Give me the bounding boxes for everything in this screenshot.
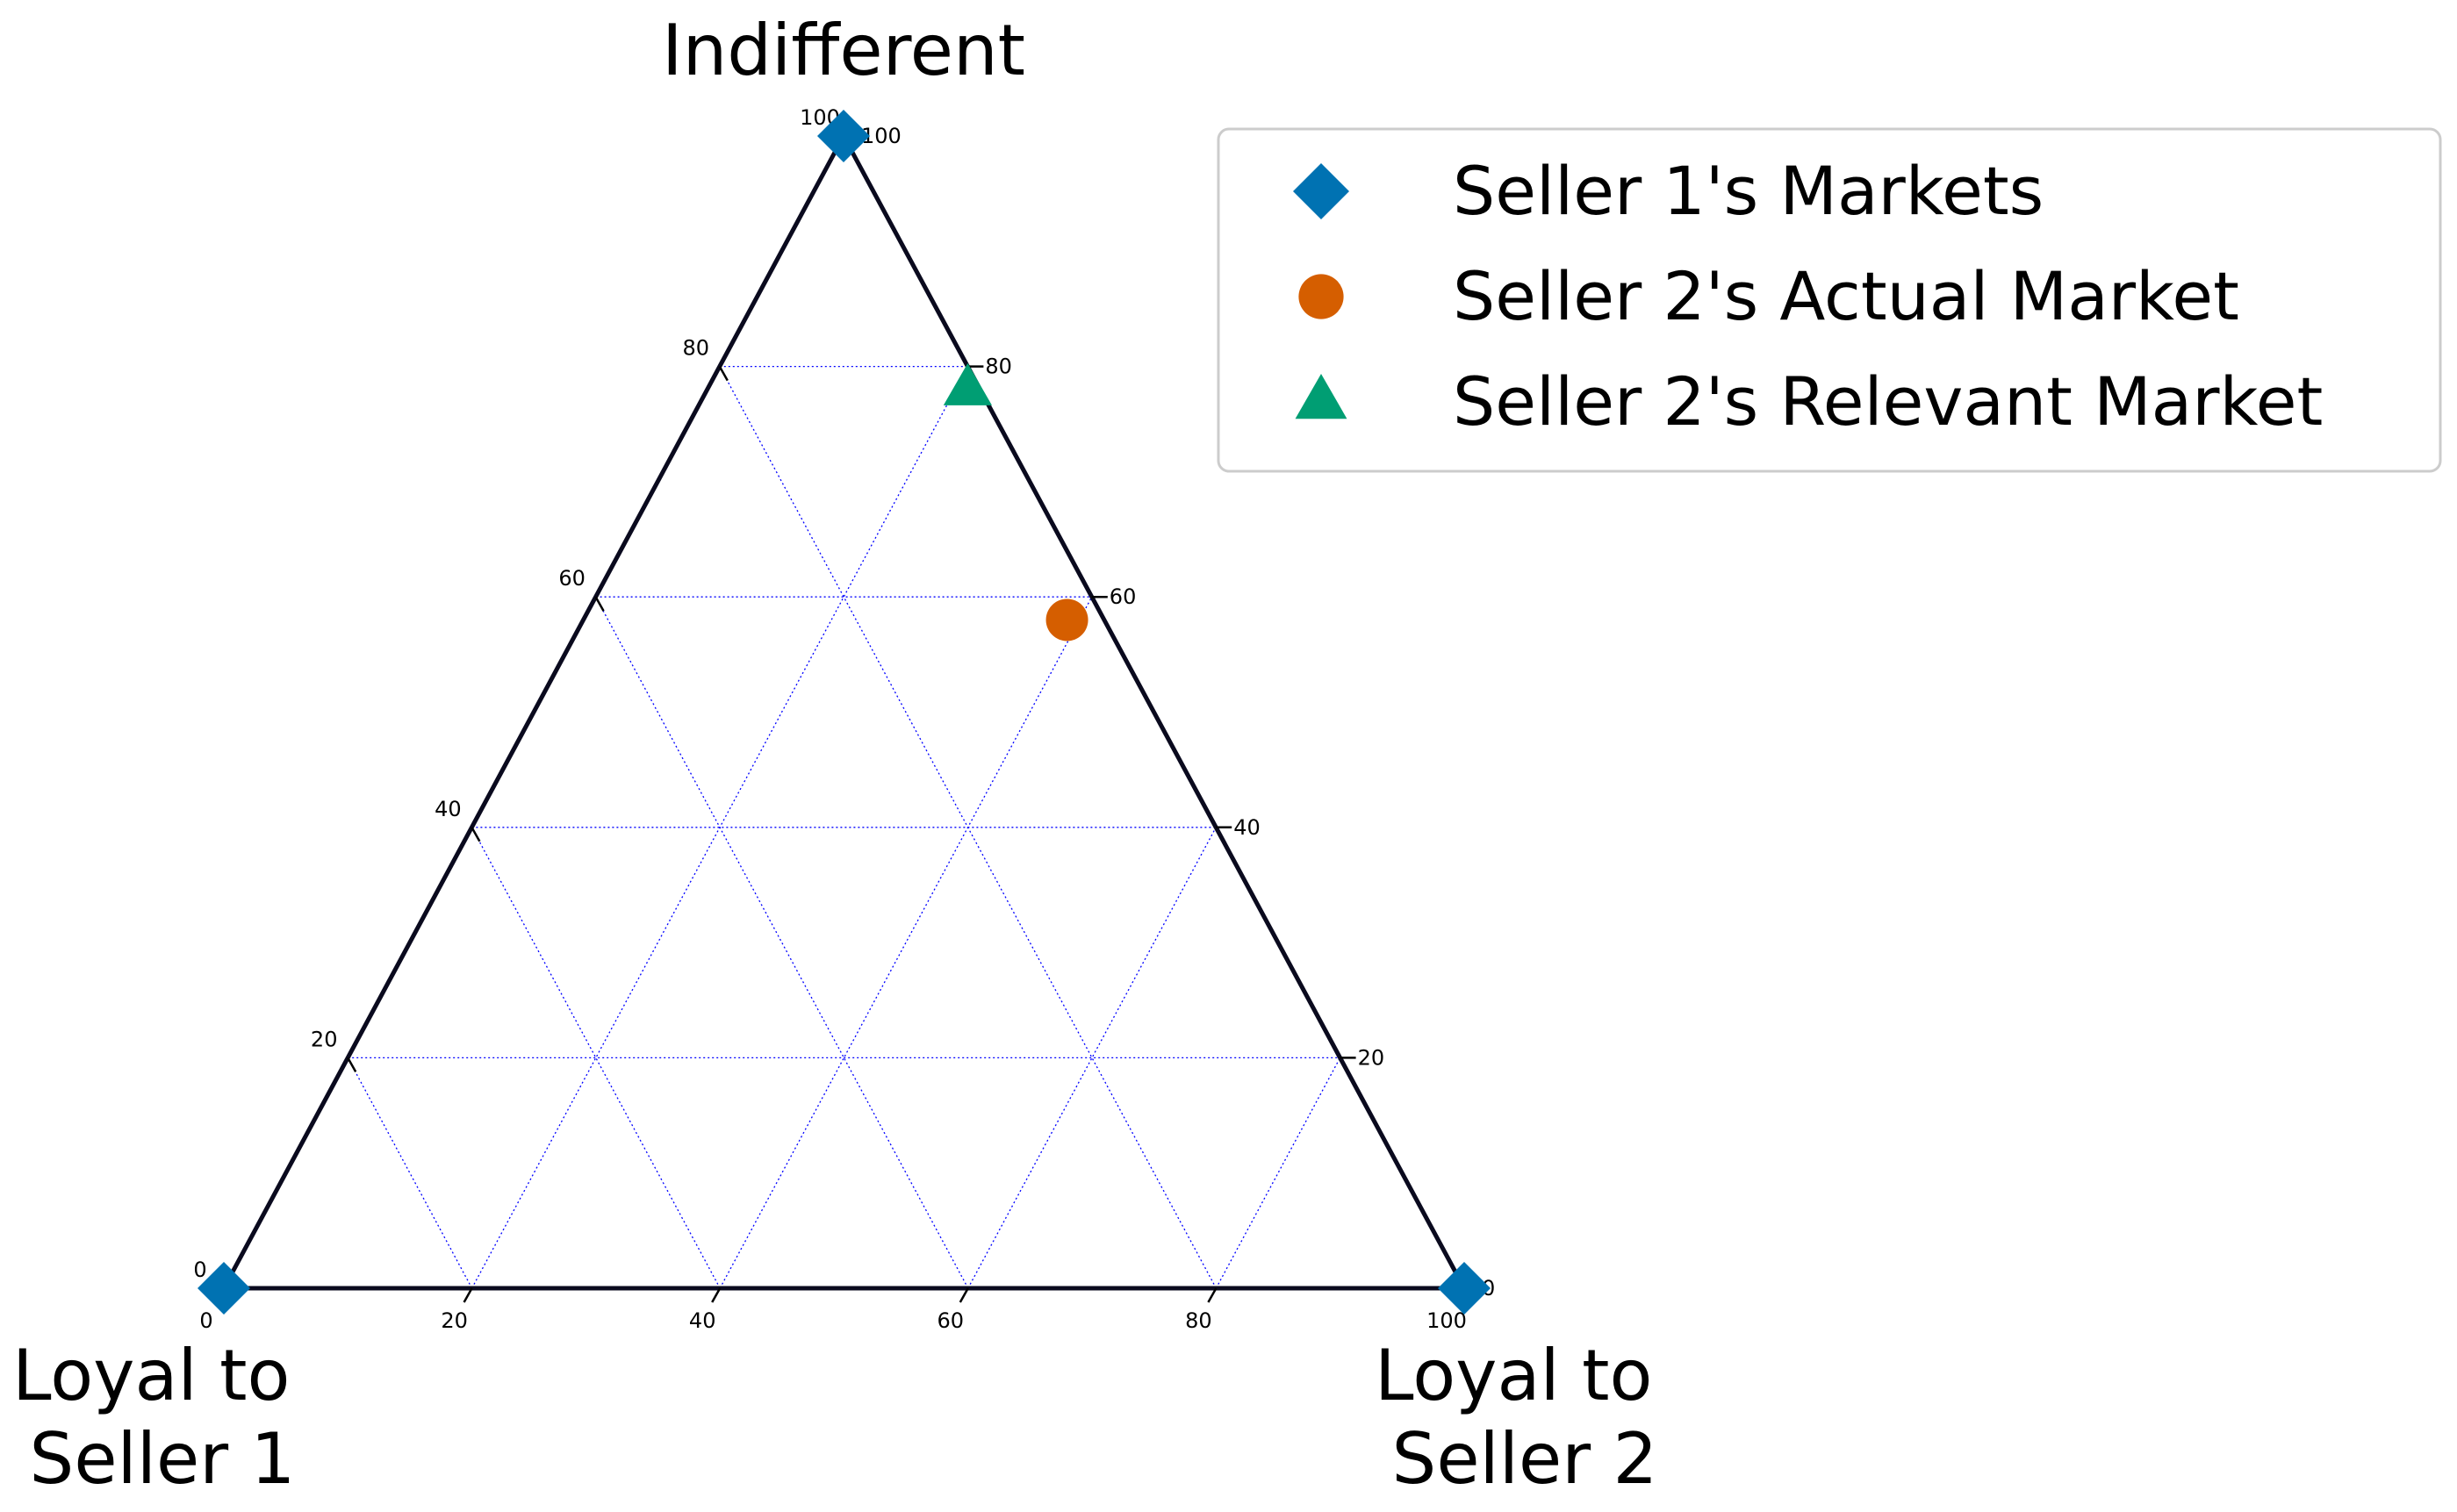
tick-label-bottom: 100 xyxy=(1426,1308,1467,1333)
legend-marker-triangle xyxy=(1295,374,1347,419)
grid-lines xyxy=(347,365,1341,1289)
tick-left xyxy=(718,365,729,382)
data-point-circle xyxy=(1045,598,1088,641)
legend-marker-diamond xyxy=(1293,163,1349,219)
grid-line-seller1 xyxy=(347,1057,473,1289)
tick-left xyxy=(471,827,481,842)
tick-bottom xyxy=(463,1287,473,1303)
tick-label-bottom: 40 xyxy=(689,1308,716,1333)
tick-bottom xyxy=(959,1287,969,1303)
tick-label-bottom: 0 xyxy=(199,1308,212,1333)
legend-marker-circle xyxy=(1298,274,1344,319)
tick-bottom xyxy=(1207,1287,1218,1303)
tick-label-left: 40 xyxy=(435,797,462,821)
tick-label-left: 80 xyxy=(683,336,710,361)
tick-label-left: 0 xyxy=(193,1258,206,1282)
tick-label-bottom: 80 xyxy=(1185,1308,1212,1333)
seller2-axis-label-line1: Loyal to xyxy=(1375,1335,1652,1416)
indifferent-axis-label: Indifferent xyxy=(662,10,1025,91)
legend-entry-label: Seller 2's Relevant Market xyxy=(1453,362,2323,441)
grid-line-seller2 xyxy=(967,827,1217,1289)
tick-label-right: 40 xyxy=(1233,815,1261,840)
ternary-triangle-outline xyxy=(221,133,1467,1291)
tick-marks: 000202020404040606060808080100100100 xyxy=(193,105,1495,1333)
data-point-diamond xyxy=(817,110,870,162)
tick-label-left: 60 xyxy=(558,566,586,591)
grid-line-seller1 xyxy=(595,596,969,1289)
tick-label-bottom: 60 xyxy=(938,1308,965,1333)
data-point-diamond xyxy=(198,1262,250,1315)
data-point-triangle xyxy=(943,362,993,405)
seller2-axis-label: Loyal to Seller 2 xyxy=(1375,1335,1675,1500)
legend-entry-label: Seller 2's Actual Market xyxy=(1453,257,2239,335)
legend-box xyxy=(1217,127,2442,473)
tick-label-right: 20 xyxy=(1358,1045,1385,1070)
seller1-axis-label-line2: Seller 1 xyxy=(30,1418,296,1500)
tick-left xyxy=(347,1057,357,1073)
tick-label-right: 80 xyxy=(985,355,1012,379)
tick-bottom xyxy=(711,1287,722,1303)
data-point-diamond xyxy=(1438,1262,1491,1315)
grid-line-seller2 xyxy=(719,596,1093,1289)
data-points xyxy=(198,110,1491,1315)
seller1-axis-label-line1: Loyal to xyxy=(12,1335,290,1416)
tick-label-right: 60 xyxy=(1110,584,1137,609)
tick-left xyxy=(594,596,605,612)
tick-label-bottom: 20 xyxy=(441,1308,468,1333)
seller1-axis-label: Loyal to Seller 1 xyxy=(12,1335,313,1500)
grid-line-seller2 xyxy=(1215,1057,1341,1289)
tick-label-left: 20 xyxy=(311,1027,338,1051)
legend-entry-label: Seller 1's Markets xyxy=(1453,152,2044,230)
seller2-axis-label-line2: Seller 2 xyxy=(1392,1418,1658,1500)
